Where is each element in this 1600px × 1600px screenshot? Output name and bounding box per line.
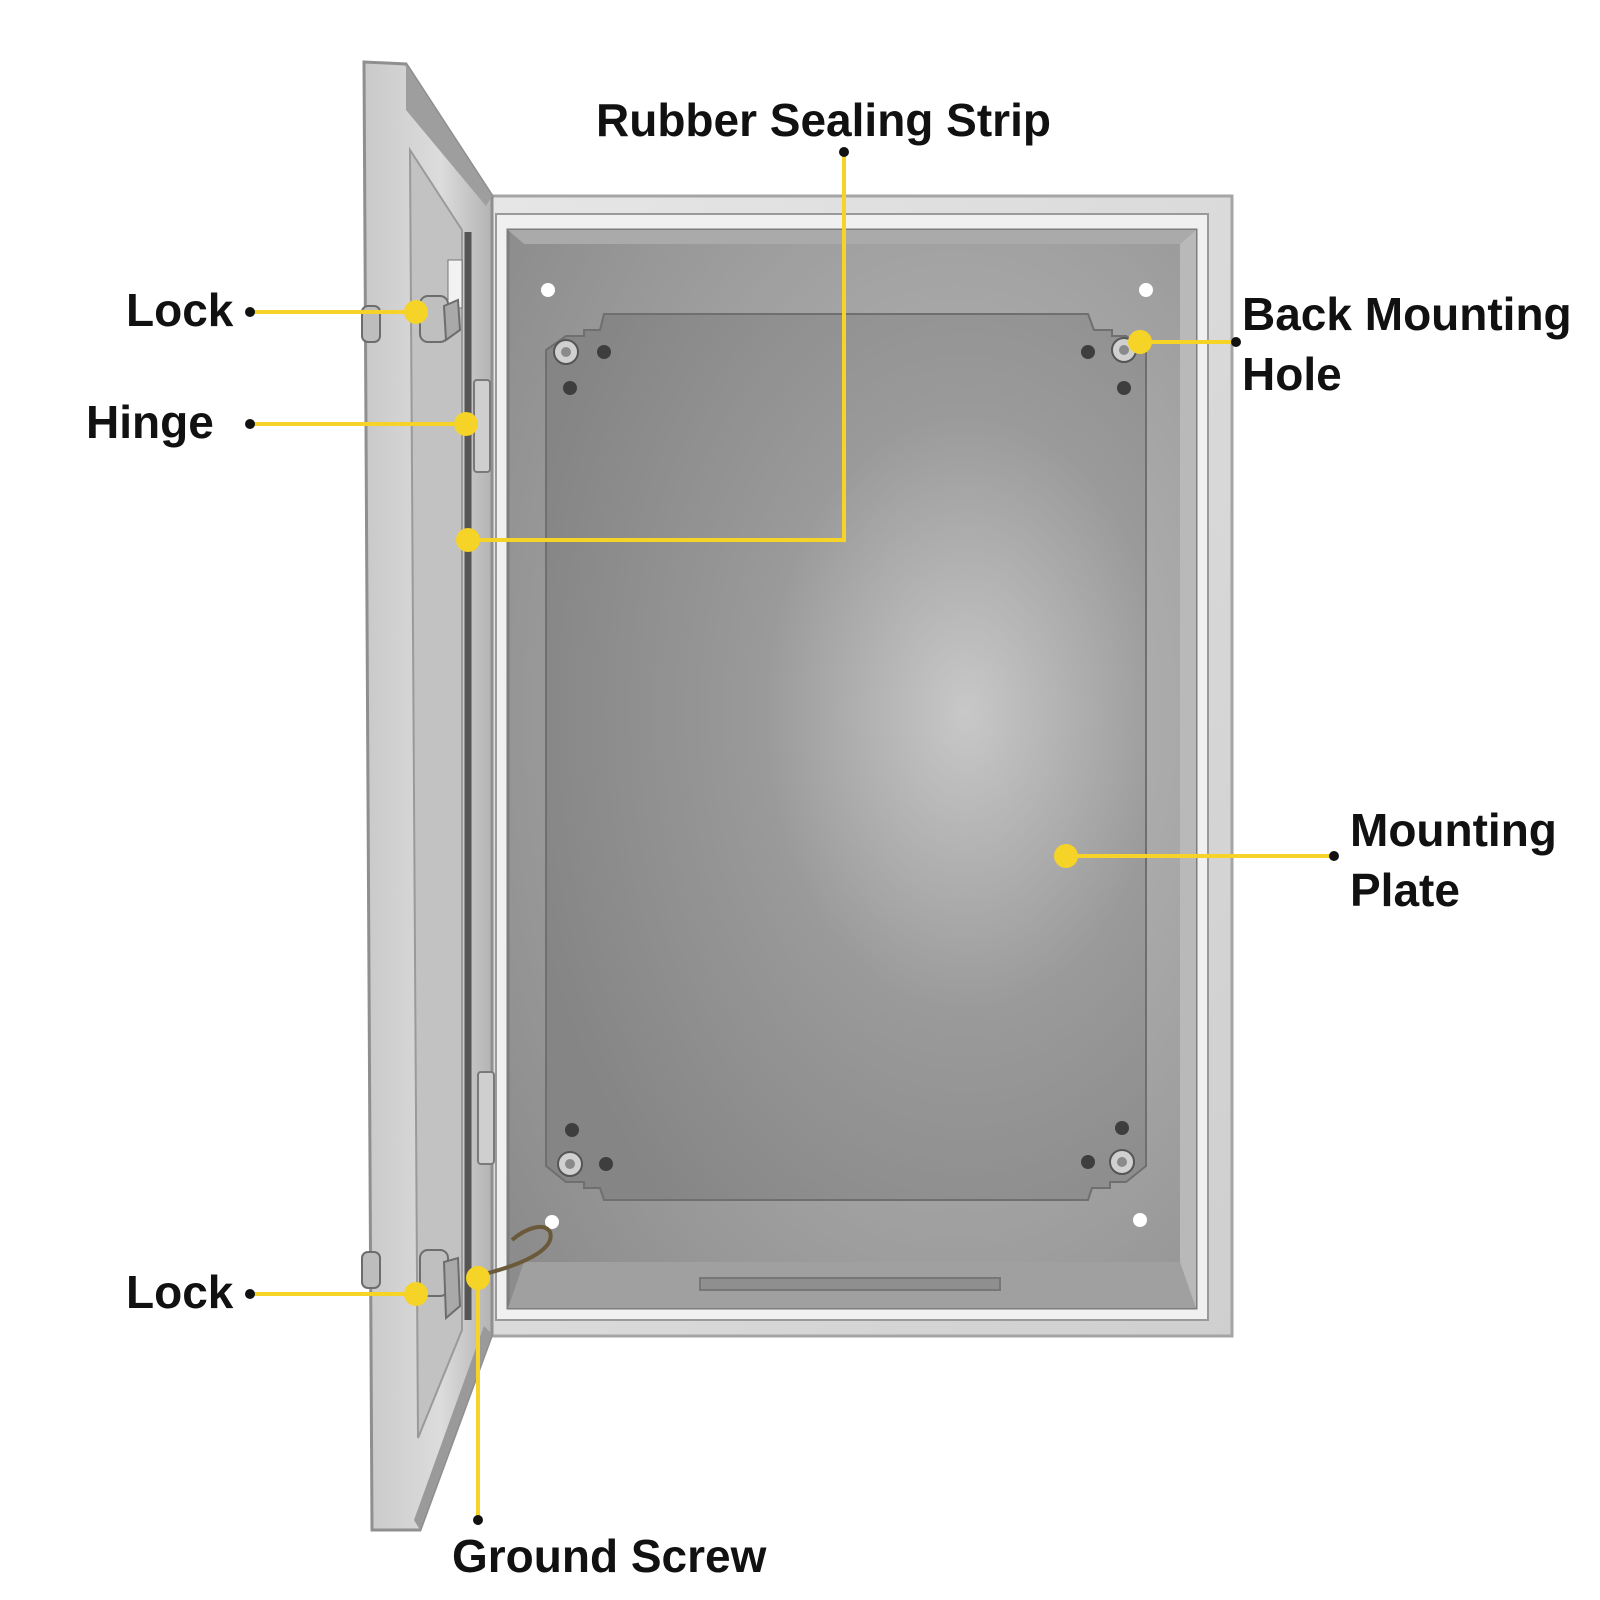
dot-ground-screw	[473, 1515, 483, 1525]
callout-line-rubber-sealing-strip	[468, 152, 846, 542]
callout-markers	[404, 300, 1152, 1306]
dot-lock-top	[245, 307, 255, 317]
enclosure-door	[362, 60, 494, 1532]
label-back-mounting-hole-line1: Back Mounting	[1242, 288, 1572, 340]
label-mounting-plate: Mounting Plate	[1350, 800, 1557, 920]
plate-bolt-bottom-right	[1109, 1149, 1135, 1175]
callout-lines	[250, 152, 1334, 1520]
ground-wire	[475, 1224, 553, 1278]
lock-bottom-hardware	[361, 1249, 462, 1321]
plate-bolt-bottom-left	[557, 1151, 583, 1177]
marker-mounting-plate	[1054, 844, 1078, 868]
marker-lock-bottom	[404, 1282, 428, 1306]
hinge-bottom	[477, 1071, 495, 1165]
label-mounting-plate-line1: Mounting	[1350, 804, 1557, 856]
dot-hinge	[245, 419, 255, 429]
dot-mounting-plate	[1329, 851, 1339, 861]
label-ground-screw: Ground Screw	[452, 1530, 767, 1582]
label-hinge: Hinge	[86, 396, 214, 448]
label-back-mounting-hole: Back Mounting Hole	[1242, 284, 1572, 404]
marker-back-mounting-hole	[1128, 330, 1152, 354]
marker-lock-top	[404, 300, 428, 324]
mounting-plate	[545, 313, 1147, 1201]
marker-rubber-sealing-strip	[456, 528, 480, 552]
dot-back-mounting-hole	[1231, 337, 1241, 347]
dot-rubber-sealing-strip	[839, 147, 849, 157]
label-lock-bottom: Lock	[126, 1266, 234, 1318]
callout-endpoints	[245, 147, 1339, 1525]
label-lock-top: Lock	[126, 284, 234, 336]
marker-hinge	[454, 412, 478, 436]
back-mounting-holes	[541, 283, 1153, 1229]
label-back-mounting-hole-line2: Hole	[1242, 348, 1342, 400]
dot-lock-bottom	[245, 1289, 255, 1299]
label-rubber-sealing-strip: Rubber Sealing Strip	[596, 94, 1051, 146]
label-mounting-plate-line2: Plate	[1350, 864, 1460, 916]
marker-ground-screw	[466, 1266, 490, 1290]
plate-holes	[563, 345, 1131, 1171]
plate-bolt-top-left	[553, 339, 579, 365]
